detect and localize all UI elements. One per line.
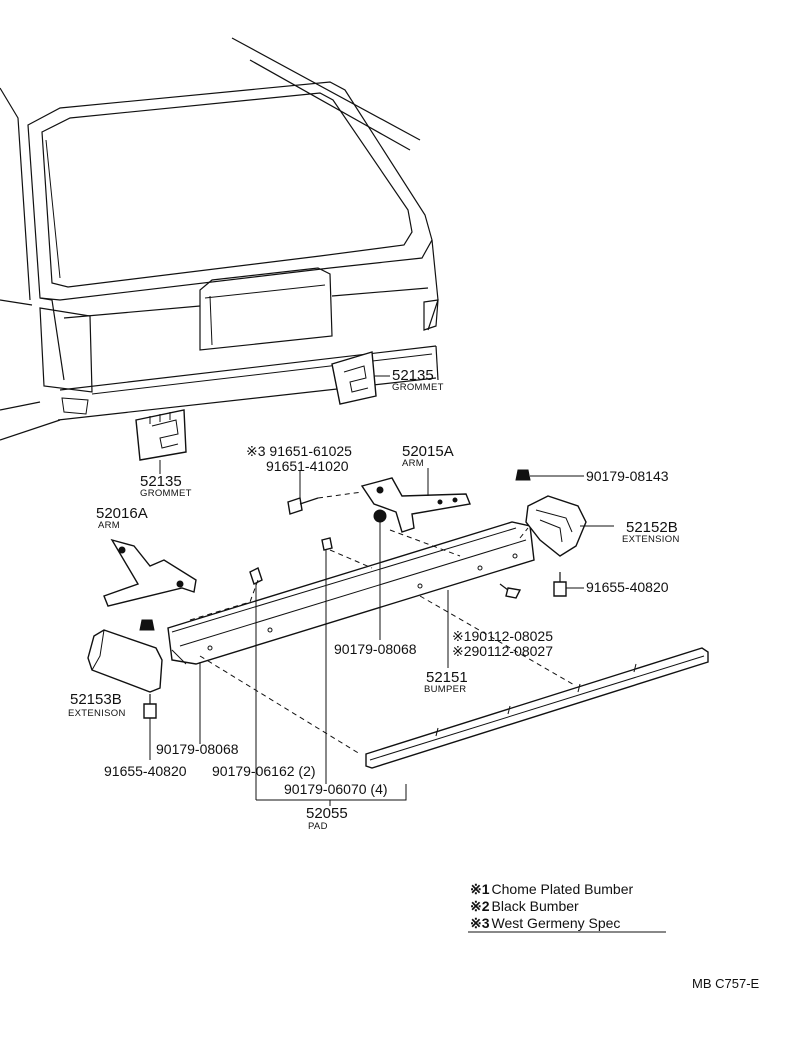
label-bumper-bolt-1: ※190112-08025 [452,628,553,644]
arm-right-shape [360,477,471,533]
label-arm-right-number: 52015A [402,443,454,460]
label-clip-pad: 90179-06070 (4) [284,781,388,797]
label-nut-top: 90179-08143 [586,468,669,484]
label-bolt-left: 91655-40820 [104,763,187,779]
extension-right-shape [525,495,587,557]
label-grommet-right-name: GROMMET [392,382,444,393]
legend-mark-1: ※1 [470,881,490,897]
label-grommet-left-number: 52135 [140,473,182,490]
fasteners [139,469,567,719]
legend-mark-2: ※2 [470,898,490,914]
label-extension-left-name: EXTENISON [68,708,126,719]
label-nut-center: 90179-08068 [334,641,417,657]
label-pad-number: 52055 [306,805,348,822]
drawing-code: MB C757-E [692,976,760,991]
label-bolt-right: 91655-40820 [586,579,669,595]
vehicle-rear-outline [0,37,439,441]
legend-text-1: Chome Plated Bumber [492,881,634,897]
label-bolt-91651-alt: ※3 91651-61025 [246,443,352,459]
leader-lines [149,375,614,806]
legend-text-3: West Germeny Spec [492,915,621,931]
label-grommet-left-name: GROMMET [140,488,192,499]
pad-shape [365,647,709,769]
label-extension-right-name: EXTENSION [622,534,680,545]
label-grommet-right-number: 52135 [392,367,434,384]
label-pad-name: PAD [308,821,328,832]
label-bumper-number: 52151 [426,669,468,686]
label-arm-left-number: 52016A [96,505,148,522]
label-extension-left-number: 52153B [70,691,122,708]
label-nut-left: 90179-08068 [156,741,239,757]
arm-left-shape [103,538,197,607]
grommet-right-shape [331,351,377,405]
label-bumper-bolt-2: ※290112-08027 [452,643,553,659]
label-arm-right-name: ARM [402,458,424,469]
label-extension-right-number: 52152B [626,519,678,536]
legend-mark-3: ※3 [470,915,490,931]
legend-text-2: Black Bumber [492,898,579,914]
grommet-left-shape [135,409,187,461]
label-clip-small: 90179-06162 (2) [212,763,316,779]
label-bolt-91651: 91651-41020 [266,458,349,474]
label-bumper-name: BUMPER [424,684,466,695]
extension-left-shape [87,629,163,693]
assembly-lines [189,491,577,755]
bumper-beam-shape [167,521,535,665]
label-arm-left-name: ARM [98,520,120,531]
